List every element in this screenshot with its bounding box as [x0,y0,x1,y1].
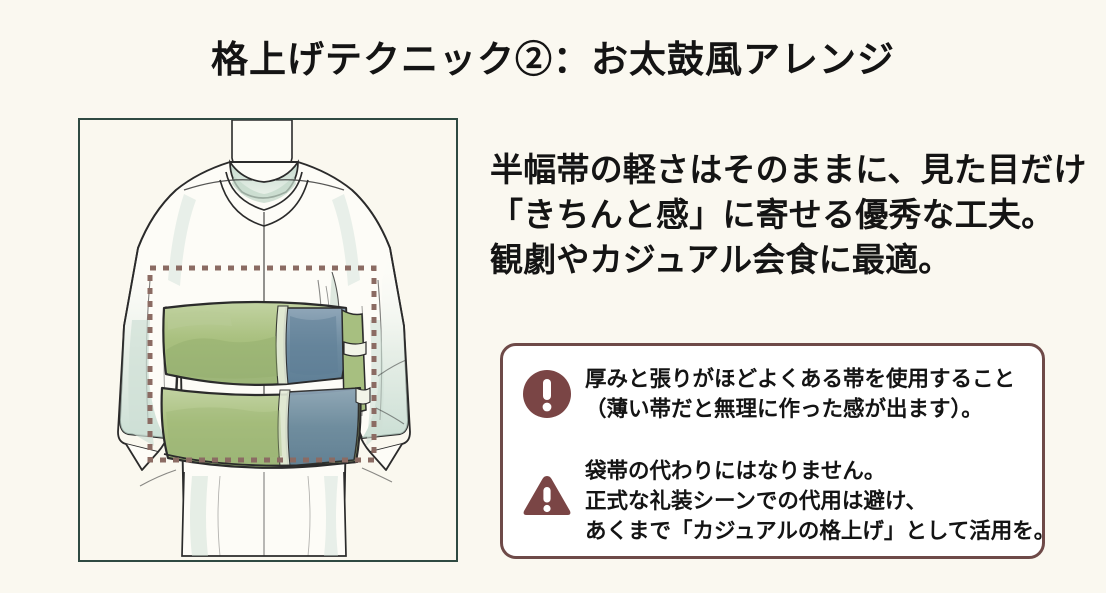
exclamation-circle-icon [523,370,571,418]
body-line-1: 半幅帯の軽さはそのままに、見た目だけ [490,151,1087,188]
body-text: 半幅帯の軽さはそのままに、見た目だけ 「きちんと感」に寄せる優秀な工夫。 観劇や… [490,147,1087,282]
warning-box: 厚みと張りがほどよくある帯を使用すること （薄い帯だと無理に作った感が出ます）。… [500,343,1055,559]
page-title: 格上げテクニック②：お太鼓風アレンジ [211,40,895,81]
warning-item-1-line-2: （薄い帯だと無理に作った感が出ます）。 [585,397,983,421]
warning-item-1: 厚みと張りがほどよくある帯を使用すること （薄い帯だと無理に作った感が出ます）。 [521,364,1015,424]
warning-item-1-line-1: 厚みと張りがほどよくある帯を使用すること [585,367,1016,391]
illustration-panel [78,118,458,562]
kimono-illustration [80,120,456,560]
body-line-3: 観劇やカジュアル会食に最適。 [490,241,952,278]
warning-item-2-line-2: 正式な礼装シーンでの代用は避け、 [585,489,927,513]
warning-item-2-text: 袋帯の代わりにはなりません。 正式な礼装シーンでの代用は避け、 あくまで「カジュ… [585,456,1055,546]
warning-item-2-line-3: あくまで「カジュアルの格上げ」として活用を。 [585,519,1056,543]
warning-item-2-line-1: 袋帯の代わりにはなりません。 [585,459,886,483]
warning-item-2: 袋帯の代わりにはなりません。 正式な礼装シーンでの代用は避け、 あくまで「カジュ… [521,456,1055,546]
warning-item-1-text: 厚みと張りがほどよくある帯を使用すること （薄い帯だと無理に作った感が出ます）。 [585,364,1015,424]
body-line-2: 「きちんと感」に寄せる優秀な工夫。 [490,196,1055,233]
warning-triangle-icon [523,476,571,515]
